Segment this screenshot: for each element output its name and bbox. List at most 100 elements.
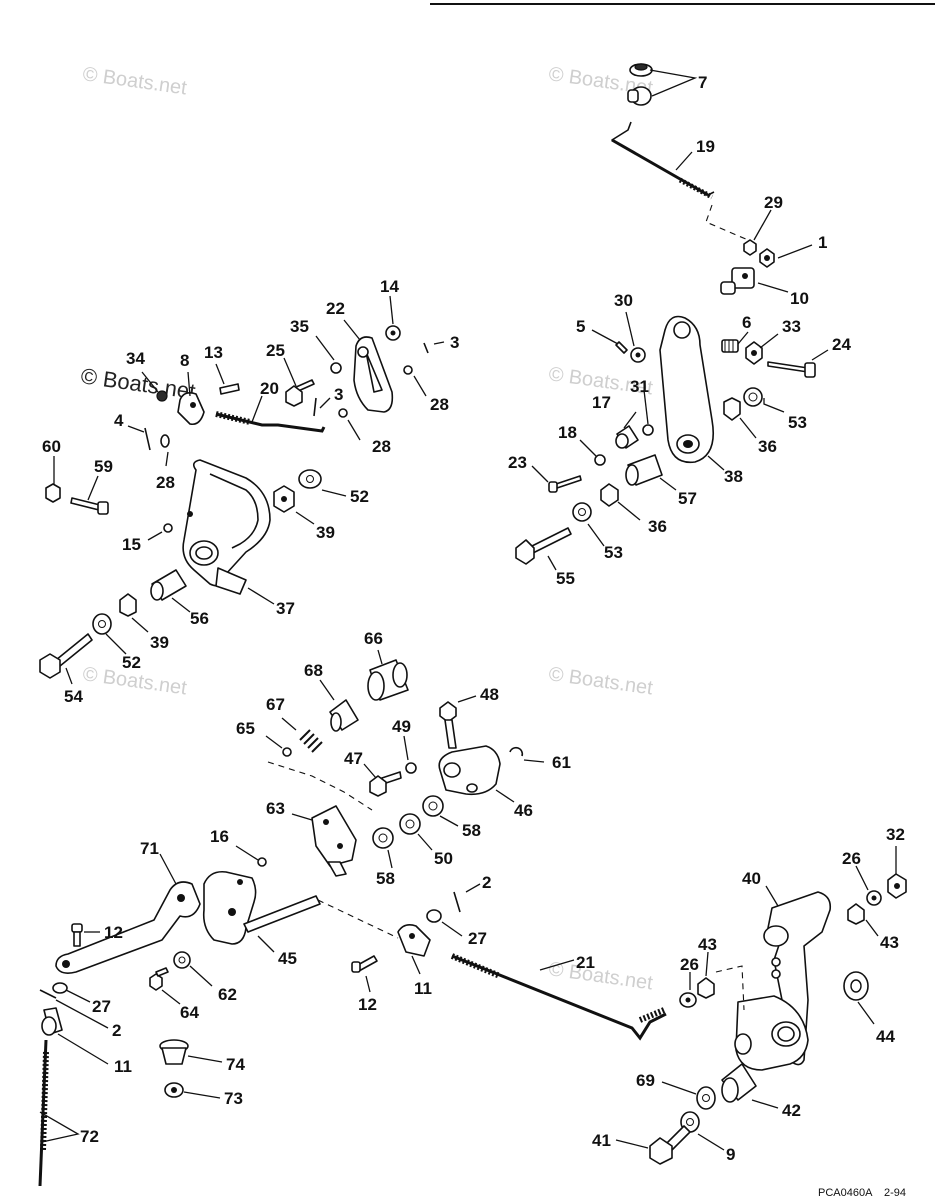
part-rod-end-10: [720, 267, 755, 295]
part-ball-15: [163, 523, 173, 533]
callout-31: 31: [630, 377, 649, 396]
part-nut-43: [847, 903, 865, 925]
callout-11b: 11: [114, 1057, 132, 1076]
callout-56: 56: [190, 609, 209, 628]
callout-27: 27: [468, 929, 487, 948]
callout-63: 63: [266, 799, 285, 818]
part-cotter-2b: [453, 891, 461, 913]
part-rod-end-11b: [397, 924, 431, 957]
callout-10: 10: [790, 289, 809, 308]
callout-67: 67: [266, 695, 285, 714]
part-washer-27b: [426, 909, 442, 923]
part-spring-67: [299, 729, 323, 753]
callout-53: 53: [788, 413, 807, 432]
part-washer-62: [173, 951, 191, 969]
callout-14: 14: [380, 277, 399, 296]
callout-28c: 28: [156, 473, 175, 492]
part-screw-12b: [351, 955, 378, 973]
callout-16: 16: [210, 827, 229, 846]
callout-12: 12: [104, 923, 123, 942]
assembly-line: [705, 204, 749, 241]
part-washer-53: [743, 387, 763, 407]
callout-27b: 27: [92, 997, 111, 1016]
callout-1: 1: [818, 233, 827, 252]
part-cotter-2: [39, 989, 57, 999]
part-nut-60: [45, 483, 61, 503]
part-screw-23: [548, 475, 582, 493]
callout-8: 8: [180, 351, 189, 370]
part-screw-12: [71, 923, 83, 947]
part-spring-6: [721, 339, 739, 353]
part-pin-4: [144, 427, 151, 451]
callout-37: 37: [276, 599, 295, 618]
callout-numbers: 7 19 29 1 10 30 5 6 33 24 31 53 17 36 18…: [42, 73, 905, 1164]
part-washer-69: [696, 1086, 716, 1110]
callout-47: 47: [344, 749, 363, 768]
part-rod-20: [215, 411, 326, 433]
callout-65: 65: [236, 719, 255, 738]
callout-26b: 26: [842, 849, 861, 868]
part-bracket-22: [353, 336, 394, 413]
callout-22: 22: [326, 299, 345, 318]
part-bolt-25: [285, 379, 315, 407]
callout-74: 74: [226, 1055, 245, 1074]
callout-52: 52: [350, 487, 369, 506]
callout-5: 5: [576, 317, 585, 336]
callout-48: 48: [480, 685, 499, 704]
part-screw-24: [767, 361, 816, 378]
callout-28: 28: [430, 395, 449, 414]
part-ball-34: [156, 390, 168, 402]
part-screw-47: [369, 771, 402, 797]
part-bushing-17: [615, 425, 639, 449]
callout-50: 50: [434, 849, 453, 868]
callout-3b: 3: [334, 385, 343, 404]
callout-42: 42: [782, 1101, 801, 1120]
callout-29: 29: [764, 193, 783, 212]
part-bushing-57: [625, 454, 663, 486]
callout-64: 64: [180, 1003, 199, 1022]
callout-4: 4: [114, 411, 124, 430]
part-washer-53b: [572, 502, 592, 522]
part-clip-61: [509, 746, 524, 757]
assembly-line: [715, 965, 745, 1011]
part-washer-44: [843, 971, 869, 1001]
callout-13: 13: [204, 343, 223, 362]
part-shift-rod-21: [450, 953, 667, 1041]
callout-3: 3: [450, 333, 459, 352]
callout-62: 62: [218, 985, 237, 1004]
callout-11: 11: [414, 979, 432, 998]
document-code: PCA0460A: [818, 1187, 873, 1199]
callout-36: 36: [758, 437, 777, 456]
part-nut-1: [759, 248, 775, 268]
callout-7: 7: [698, 73, 707, 92]
callout-15: 15: [122, 535, 141, 554]
part-washer-35: [330, 362, 342, 374]
part-washer-14: [385, 325, 401, 341]
callout-40: 40: [742, 869, 761, 888]
callout-2: 2: [482, 873, 491, 892]
callout-52b: 52: [122, 653, 141, 672]
part-bolt-48: [439, 701, 457, 749]
callout-69: 69: [636, 1071, 655, 1090]
part-grommet-74: [159, 1039, 189, 1065]
part-link-8: [177, 392, 205, 426]
assembly-line: [317, 899, 399, 939]
callout-26: 26: [680, 955, 699, 974]
part-bolt-54: [39, 633, 93, 679]
watermark: © Boats.net: [81, 63, 188, 99]
part-bolt-41: [649, 1125, 691, 1165]
part-washer-28: [403, 365, 413, 375]
callout-72: 72: [80, 1127, 99, 1146]
part-link-rod-19: [611, 121, 715, 200]
part-screw-64: [149, 967, 169, 991]
part-washer-26b: [679, 992, 697, 1008]
callout-55: 55: [556, 569, 575, 588]
assembly-line: [267, 761, 373, 811]
part-washer-31: [642, 424, 654, 436]
part-ball-16: [257, 857, 267, 867]
part-nut-36: [723, 397, 741, 421]
part-washer-30: [630, 347, 646, 363]
part-sleeve-68: [329, 699, 359, 732]
callout-35: 35: [290, 317, 309, 336]
